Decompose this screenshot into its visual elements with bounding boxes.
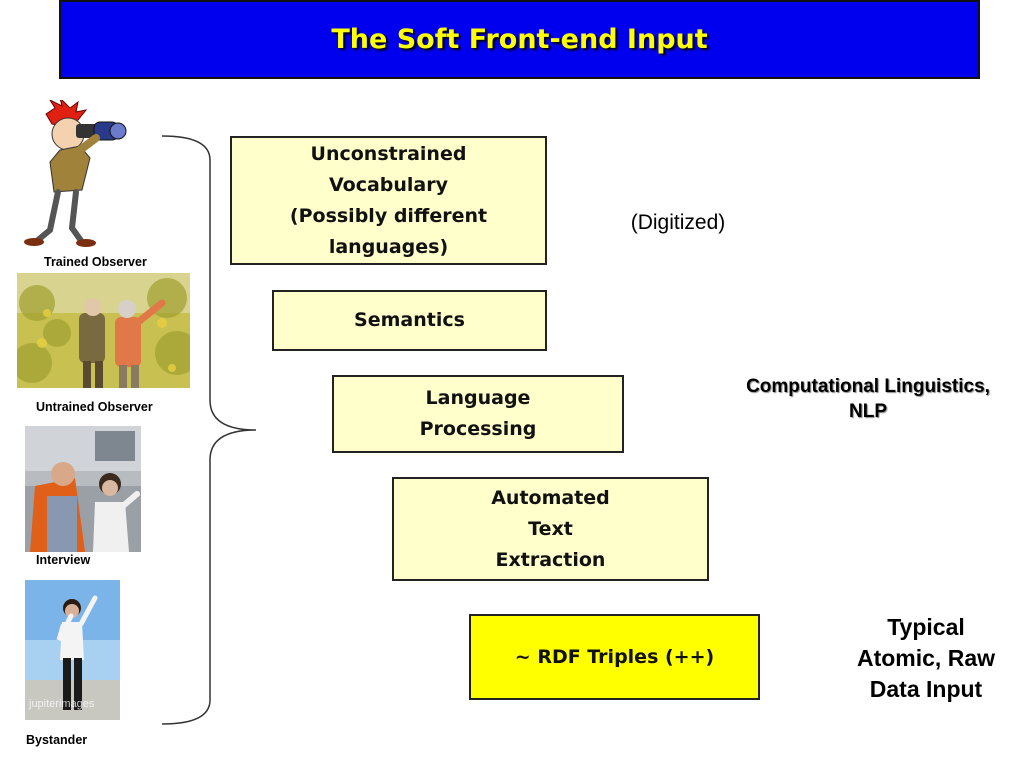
box-semantics-label: Semantics bbox=[354, 309, 465, 331]
untrained-observer-photo bbox=[17, 273, 190, 388]
box-rdf-triples-label: ~ RDF Triples (++) bbox=[514, 645, 715, 668]
curly-brace bbox=[161, 135, 257, 725]
note-computational-linguistics: Computational Linguistics, NLP bbox=[746, 376, 990, 422]
box-unconstrained-vocabulary: Unconstrained Vocabulary (Possibly diffe… bbox=[230, 136, 547, 265]
caption-untrained-observer: Untrained Observer bbox=[36, 400, 153, 414]
box-rdf-triples: ~ RDF Triples (++) bbox=[469, 614, 760, 700]
box-automated-text-extraction-label: Automated Text Extraction bbox=[491, 486, 610, 571]
box-automated-text-extraction: Automated Text Extraction bbox=[392, 477, 709, 581]
trained-observer-cartoon bbox=[20, 100, 130, 250]
slide-title: The Soft Front-end Input bbox=[331, 24, 708, 55]
caption-trained-observer: Trained Observer bbox=[44, 255, 147, 269]
note-digitized: (Digitized) bbox=[608, 187, 748, 235]
box-language-processing-label: Language Processing bbox=[419, 387, 537, 440]
bystander-photo: jupiterimages bbox=[25, 580, 120, 720]
caption-interview: Interview bbox=[36, 553, 91, 567]
note-digitized-text: (Digitized) bbox=[630, 211, 726, 234]
box-semantics: Semantics bbox=[272, 290, 547, 351]
bystander-watermark: jupiterimages bbox=[29, 698, 95, 710]
caption-bystander: Bystander bbox=[26, 733, 88, 747]
box-unconstrained-vocabulary-label: Unconstrained Vocabulary (Possibly diffe… bbox=[289, 142, 488, 258]
box-language-processing: Language Processing bbox=[332, 375, 624, 453]
title-banner: The Soft Front-end Input bbox=[59, 0, 980, 79]
interview-photo bbox=[25, 426, 141, 552]
note-typical-data-input: Typical Atomic, Raw Data Input bbox=[856, 614, 996, 702]
